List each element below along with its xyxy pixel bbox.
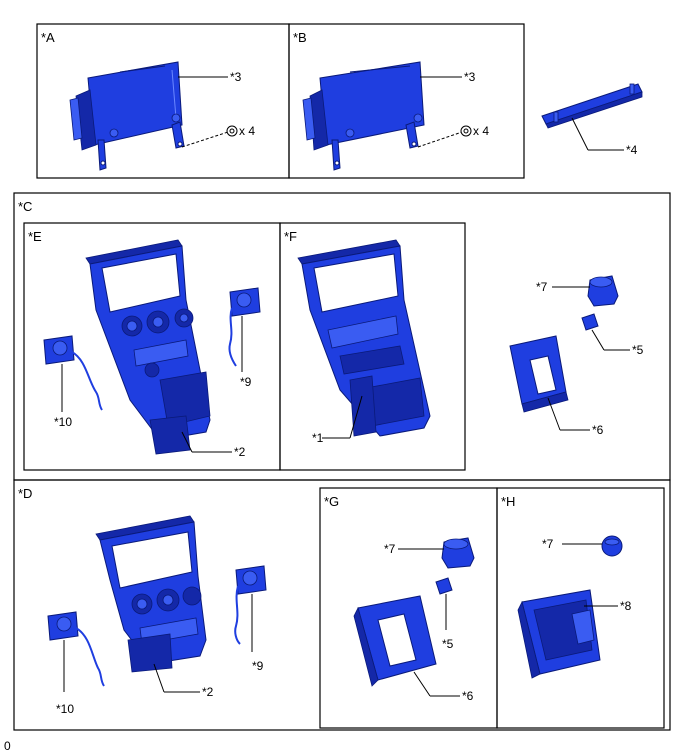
panel-label-E: *E bbox=[28, 229, 42, 244]
screw-qty-a: x 4 bbox=[239, 124, 255, 138]
figure-id: 0 bbox=[4, 739, 11, 753]
screw-icon-b bbox=[460, 125, 472, 137]
console-panel-d bbox=[95, 515, 207, 673]
switch-part-10-e bbox=[43, 335, 103, 411]
bracket-part-4 bbox=[541, 83, 643, 129]
cap-part-5-g bbox=[435, 577, 453, 595]
shift-bezel-6-c bbox=[509, 335, 569, 413]
callout-E-10: *10 bbox=[54, 415, 72, 429]
panel-D-frame bbox=[13, 479, 671, 731]
panel-H-frame bbox=[496, 487, 665, 729]
screw-qty-b: x 4 bbox=[473, 124, 489, 138]
leader-C-6-a bbox=[547, 397, 561, 431]
shift-knob-7-h bbox=[601, 535, 623, 557]
leader-C-5-a bbox=[591, 329, 605, 351]
callout-B-3: *3 bbox=[464, 70, 476, 84]
callout-D-2: *2 bbox=[202, 685, 214, 699]
callout-C-5: *5 bbox=[632, 343, 644, 357]
shift-knob-7-g bbox=[441, 537, 475, 569]
leader-F-1-a bbox=[349, 395, 363, 439]
display-unit-b bbox=[302, 61, 425, 171]
leader-D-2-a bbox=[153, 663, 165, 693]
callout-H-7: *7 bbox=[542, 537, 554, 551]
callout-C-6: *6 bbox=[592, 423, 604, 437]
switch-part-9-e bbox=[228, 287, 261, 367]
panel-label-A: *A bbox=[41, 30, 55, 45]
leader-4-a bbox=[571, 117, 589, 151]
panel-label-D: *D bbox=[18, 486, 32, 501]
panel-label-B: *B bbox=[293, 30, 307, 45]
shift-bezel-6-g bbox=[353, 595, 437, 687]
callout-D-9: *9 bbox=[252, 659, 264, 673]
switch-part-10-d bbox=[47, 611, 105, 687]
callout-C-7: *7 bbox=[536, 280, 548, 294]
callout-F-1: *1 bbox=[312, 431, 324, 445]
panel-label-H: *H bbox=[501, 494, 515, 509]
leader-G-6-a bbox=[413, 671, 431, 697]
callout-H-8: *8 bbox=[620, 599, 632, 613]
panel-label-F: *F bbox=[284, 229, 297, 244]
callout-A-3: *3 bbox=[230, 70, 242, 84]
callout-G-6: *6 bbox=[462, 689, 474, 703]
callout-E-2: *2 bbox=[234, 445, 246, 459]
screw-line-b bbox=[417, 131, 463, 148]
callout-E-9: *9 bbox=[240, 375, 252, 389]
panel-label-G: *G bbox=[324, 494, 339, 509]
screw-icon-a bbox=[226, 125, 238, 137]
boot-part-8-h bbox=[517, 589, 601, 679]
switch-part-9-d bbox=[234, 565, 267, 645]
callout-G-7: *7 bbox=[384, 542, 396, 556]
console-panel-f bbox=[297, 239, 431, 437]
callout-G-5: *5 bbox=[442, 637, 454, 651]
console-panel-e bbox=[85, 239, 211, 455]
display-unit-a bbox=[69, 61, 185, 171]
cap-part-5-c bbox=[581, 313, 599, 331]
leader-E-2-a bbox=[181, 431, 193, 453]
screw-line-a bbox=[181, 131, 229, 148]
panel-B-frame bbox=[288, 23, 525, 179]
callout-4: *4 bbox=[626, 143, 638, 157]
callout-D-10: *10 bbox=[56, 702, 74, 716]
shift-knob-7-c bbox=[587, 275, 619, 307]
panel-label-C: *C bbox=[18, 199, 32, 214]
panel-F-frame bbox=[279, 222, 466, 471]
